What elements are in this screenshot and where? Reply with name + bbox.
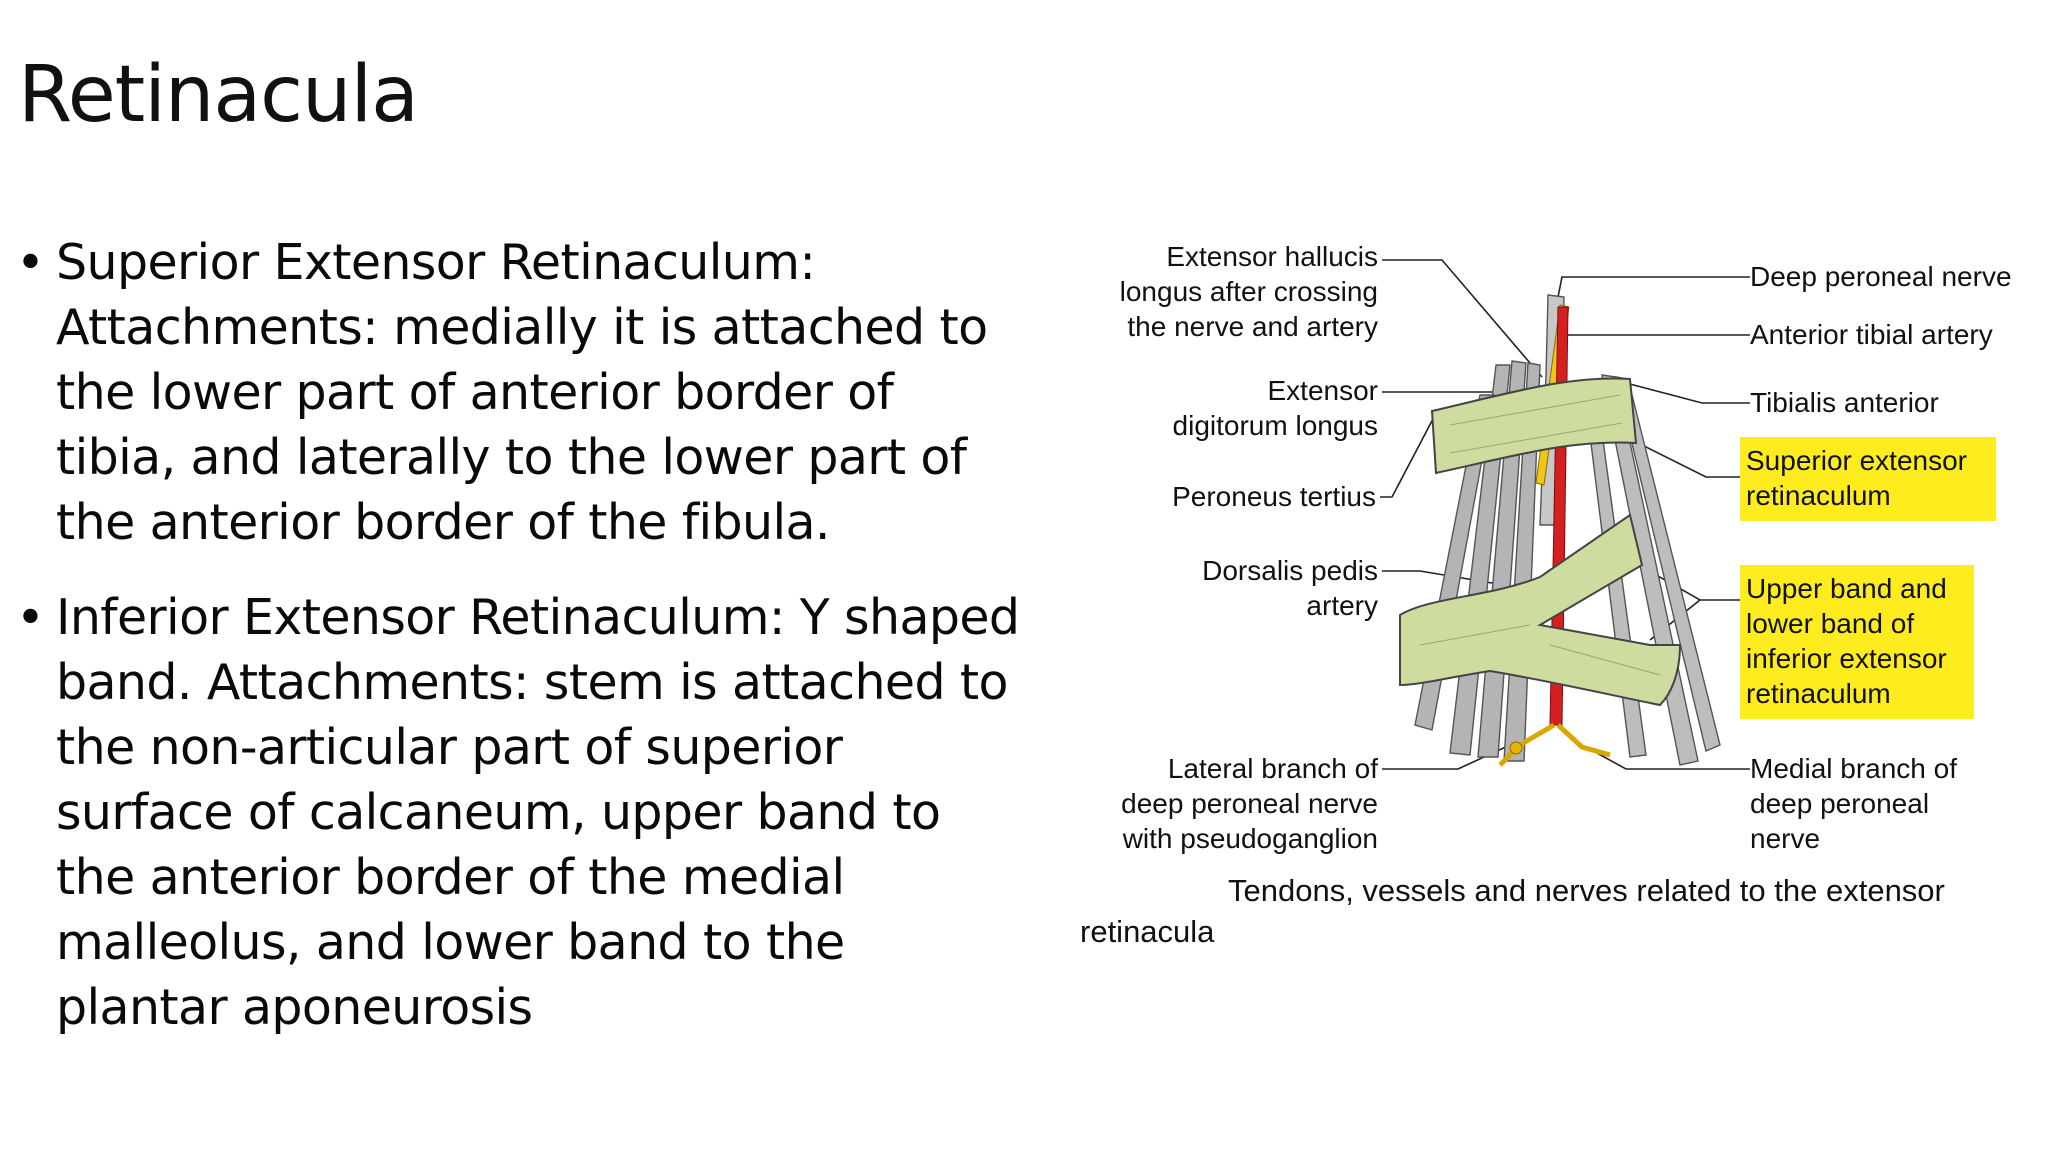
bullet-text: Inferior Extensor Retinaculum: Y shaped … [56,589,1020,1036]
anatomy-figure: Extensor hallucis longus after crossing … [1070,225,2048,965]
slide-title: Retinacula [18,50,419,140]
superior-extensor-retinaculum [1430,377,1638,475]
label-anterior-tibial-artery: Anterior tibial artery [1750,319,1993,350]
figure-caption: Tendons, vessels and nerves related to t… [1080,873,1945,949]
leader-lines-left [1380,259,1543,770]
label-dorsalis-pedis-artery: Dorsalis pedis artery [1202,555,1378,621]
label-extensor-hallucis-longus: Extensor hallucis longus after crossing … [1119,241,1378,342]
label-deep-peroneal-nerve: Deep peroneal nerve [1750,261,2012,292]
label-superior-extensor-retinaculum-highlighted: Superior extensor retinaculum [1740,437,1996,521]
label-inferior-extensor-retinaculum-highlighted: Upper band and lower band of inferior ex… [1740,565,1974,719]
bullet-dot: • [16,589,45,646]
bullet-dot: • [16,234,45,291]
bullet-inferior-extensor-retinaculum: • Inferior Extensor Retinaculum: Y shape… [14,585,1024,1040]
label-extensor-digitorum-longus: Extensor digitorum longus [1172,375,1378,441]
pseudoganglion [1509,741,1523,755]
extensor-retinacula-illustration [1380,259,1750,770]
bullet-list: • Superior Extensor Retinaculum: Attachm… [14,230,1024,1070]
inferior-extensor-retinaculum [1399,513,1682,707]
bullet-text: Superior Extensor Retinaculum: Attachmen… [56,234,988,551]
bullet-superior-extensor-retinaculum: • Superior Extensor Retinaculum: Attachm… [14,230,1024,555]
retinaculum-fibres [1419,394,1661,676]
label-medial-branch-deep-peroneal-nerve: Medial branch of deep peroneal nerve [1750,753,1958,854]
label-peroneus-tertius: Peroneus tertius [1172,481,1376,512]
label-lateral-branch-deep-peroneal-nerve: Lateral branch of deep peroneal nerve wi… [1121,753,1378,854]
label-tibialis-anterior: Tibialis anterior [1750,387,1939,418]
